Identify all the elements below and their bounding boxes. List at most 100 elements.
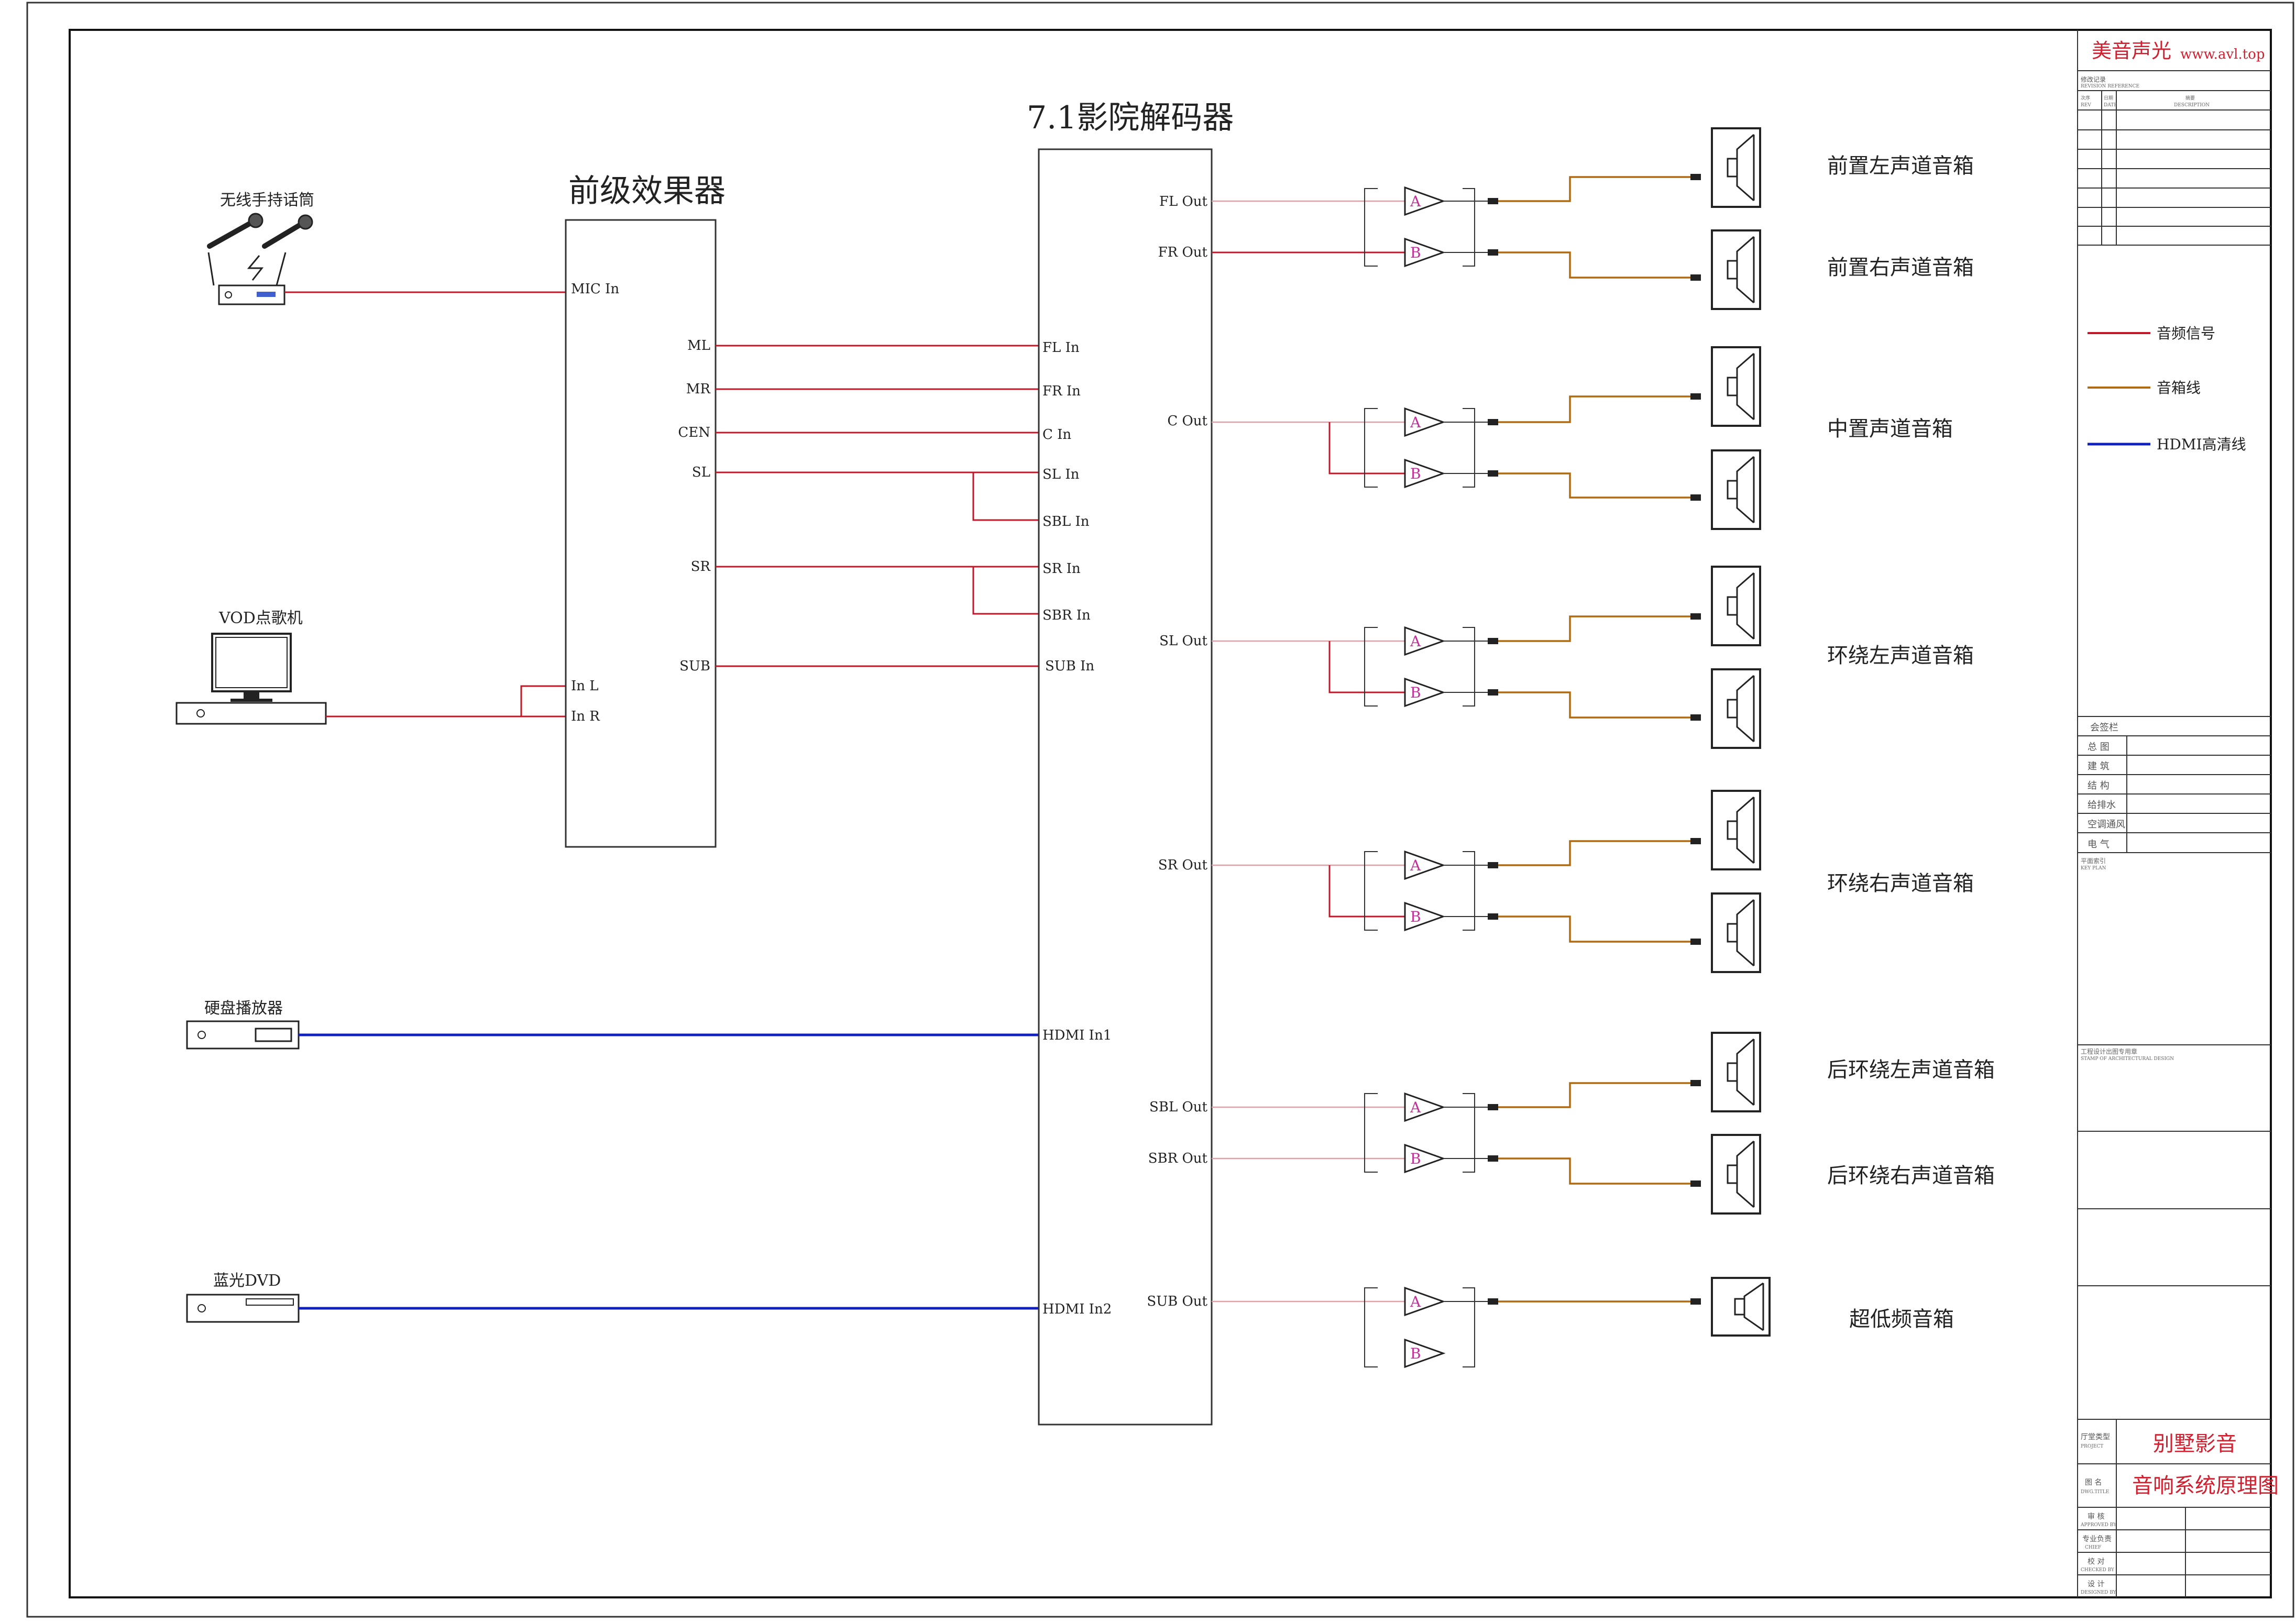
amp-block-surround-left: A B <box>1212 613 1701 721</box>
decoder-out-c: C Out <box>1167 413 1207 429</box>
brand-name: 美音声光 <box>2092 39 2171 62</box>
decoder-in-sbl: SBL In <box>1042 514 1090 529</box>
hdd-player: 硬盘播放器 <box>186 999 1039 1050</box>
speaker-surround-left-bottom-icon <box>1711 668 1761 749</box>
amp-a-icon <box>1404 1092 1446 1122</box>
legend-audio-label: 音频信号 <box>2157 325 2215 342</box>
amp-label-a: A <box>1410 193 1421 210</box>
amp-block-center: A B <box>1212 393 1701 501</box>
amp-block-front: A B <box>1212 174 1701 281</box>
amp-block-sub: A B <box>1212 1286 1701 1369</box>
preamp-title: 前级效果器 <box>568 173 726 209</box>
speaker-sub-icon <box>1711 1277 1771 1337</box>
decoder-out-sbl: SBL Out <box>1149 1099 1208 1115</box>
decoder-in-fl: FL In <box>1042 340 1080 356</box>
speaker-front-left-icon <box>1711 127 1761 208</box>
amp-b-icon <box>1404 458 1446 489</box>
amp-label-a: A <box>1410 633 1421 650</box>
decoder-in-fr: FR In <box>1042 383 1081 399</box>
speaker-center-top-icon <box>1711 346 1761 427</box>
approve-row-4-en: DESIGNED BY <box>2081 1590 2117 1595</box>
rev-col1-en: REV <box>2081 103 2091 108</box>
speaker-rear-left-icon <box>1711 1032 1761 1112</box>
decoder-in-sub: SUB In <box>1045 658 1094 674</box>
receiver-icon <box>207 252 287 305</box>
amp-label-b: B <box>1410 1150 1421 1167</box>
amp-label-b: B <box>1410 908 1421 925</box>
rev-col1: 次序 <box>2081 95 2090 101</box>
amp-label-b: B <box>1410 1345 1421 1362</box>
sign-row-3: 结 构 <box>2088 780 2110 791</box>
decoder-in-c: C In <box>1042 427 1071 443</box>
speaker-center-bottom-icon <box>1711 449 1761 530</box>
decoder-out-sl: SL Out <box>1159 633 1207 649</box>
legend: 音频信号 音箱线 HDMI高清线 <box>2088 325 2246 453</box>
sign-label: 会签栏 <box>2090 722 2118 733</box>
amp-b-icon <box>1404 1338 1446 1369</box>
decoder-out-sub: SUB Out <box>1147 1294 1207 1309</box>
title-block: 美音声光 www.avl.top 修改记录 REVISION REFERENCE… <box>2077 30 2279 1597</box>
decoder-71: 7.1影院解码器 FL In FR In C In SL In SBL In S… <box>1027 100 1234 1426</box>
decoder-out-sr: SR Out <box>1158 857 1208 873</box>
stamp-label-en: STAMP OF ARCHITECTURAL DESIGN <box>2081 1056 2174 1062</box>
project-label: 厅堂类型 <box>2081 1433 2110 1441</box>
rev-col2-en: DATE <box>2104 103 2117 108</box>
amp-label-a: A <box>1410 857 1421 874</box>
preamp-box <box>565 219 717 848</box>
rev-col3: 摘要 <box>2185 95 2195 101</box>
project-label-en: PROJECT <box>2081 1444 2103 1449</box>
decoder-in-sr: SR In <box>1042 561 1081 577</box>
amp-label-a: A <box>1410 1293 1421 1310</box>
approve-row-2-en: CHIEF <box>2085 1545 2101 1550</box>
monitor-icon <box>211 633 292 702</box>
sign-row-2: 建 筑 <box>2088 761 2110 772</box>
legend-speaker-cable-label: 音箱线 <box>2157 379 2201 396</box>
speaker-rear-left-label: 后环绕左声道音箱 <box>1827 1058 1995 1082</box>
amp-label-a: A <box>1410 1099 1421 1116</box>
decoder-hdmi-in1: HDMI In1 <box>1042 1028 1112 1043</box>
preamp-mic-in: MIC In <box>571 281 619 297</box>
vod-box-icon <box>175 702 327 725</box>
sign-row-5: 空调通风 <box>2088 819 2125 830</box>
hdd-box-icon <box>186 1020 300 1050</box>
speaker-surround-right-top-icon <box>1711 790 1761 870</box>
decoder-out-fr: FR Out <box>1158 245 1208 260</box>
speaker-surround-right-bottom-icon <box>1711 892 1761 973</box>
approve-row-3-en: CHECKED BY <box>2081 1568 2115 1573</box>
microphone-icon <box>207 213 313 281</box>
amp-a-icon <box>1404 850 1446 880</box>
preamp-out-sr: SR <box>691 559 711 575</box>
amp-a-icon <box>1404 407 1446 437</box>
speaker-front-right-label: 前置右声道音箱 <box>1827 256 1974 280</box>
rev-col3-en: DESCRIPTION <box>2174 103 2210 108</box>
sign-row-1: 总 图 <box>2088 742 2110 753</box>
wireless-mic-receiver: 无线手持话筒 <box>207 191 566 305</box>
brand-url: www.avl.top <box>2180 47 2265 62</box>
preamp-effects-processor: 前级效果器 MIC In In L In R ML MR CEN SL SR S… <box>565 173 726 848</box>
amp-b-icon <box>1404 1143 1446 1174</box>
preamp-out-sub: SUB <box>679 658 710 674</box>
amp-block-surround-right: A B <box>1212 838 1701 945</box>
amp-a-icon <box>1404 186 1446 216</box>
decoder-hdmi-in2: HDMI In2 <box>1042 1301 1112 1317</box>
preamp-decoder-wiring <box>716 345 1039 667</box>
amp-b-icon <box>1404 677 1446 708</box>
revision-label: 修改记录 <box>2081 75 2106 83</box>
revision-label-en: REVISION REFERENCE <box>2081 84 2139 89</box>
drawing-title-label-en: DWG.TITLE <box>2081 1489 2109 1495</box>
decoder-title: 7.1影院解码器 <box>1027 100 1234 136</box>
amp-label-b: B <box>1410 244 1421 261</box>
keyplan-label-en: KEY PLAN <box>2081 866 2106 871</box>
amp-label-b: B <box>1410 684 1421 701</box>
speaker-sub-label: 超低频音箱 <box>1849 1307 1954 1331</box>
amp-b-icon <box>1404 901 1446 932</box>
stamp-label: 工程设计出图专用章 <box>2081 1047 2137 1055</box>
approve-row-4: 设 计 <box>2088 1580 2104 1588</box>
preamp-in-l: In L <box>571 678 599 694</box>
decoder-in-sbr: SBR In <box>1042 608 1091 623</box>
decoder-box <box>1038 148 1213 1426</box>
speaker-rear-right-label: 后环绕右声道音箱 <box>1827 1164 1995 1188</box>
vod-label: VOD点歌机 <box>218 609 303 627</box>
